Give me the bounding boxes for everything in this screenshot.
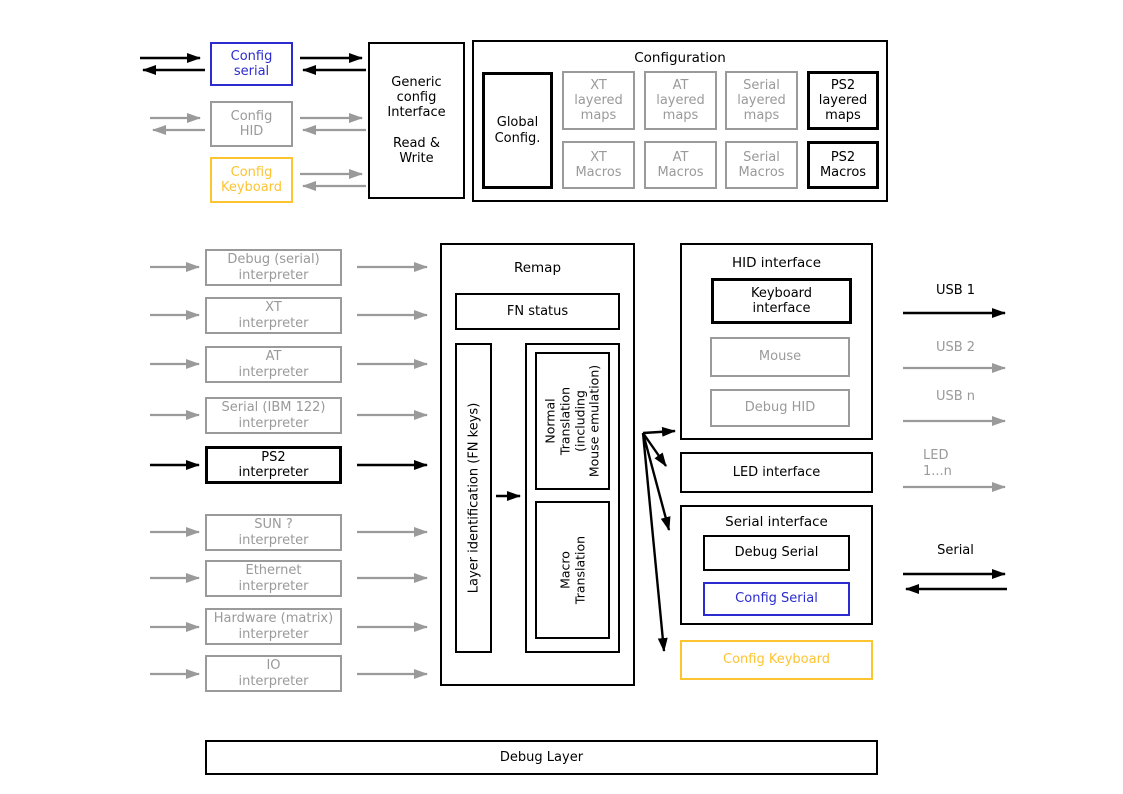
arrow-remap-to-config-keyboard <box>641 432 668 652</box>
serial-ibm122-interpreter-label: Serial (IBM 122) interpreter <box>221 400 326 431</box>
at-interpreter-label: AT interpreter <box>238 349 309 380</box>
debug-serial-interpreter-box: Debug (serial) interpreter <box>205 249 342 286</box>
macro-translation-box: Macro Translation <box>535 501 610 639</box>
config-keyboard-label: Config Keyboard <box>220 164 283 195</box>
debug-serial-interpreter-label: Debug (serial) interpreter <box>227 252 320 283</box>
io-interpreter-box: IO interpreter <box>205 655 342 692</box>
global-config-label: Global Config. <box>494 115 541 146</box>
keyboard-interface-box: Keyboard interface <box>711 278 852 324</box>
config-serial-box: Config serial <box>210 42 293 86</box>
serial-ibm122-interpreter-box: Serial (IBM 122) interpreter <box>205 397 342 434</box>
config-serial-out-label: Config Serial <box>735 591 818 607</box>
config-keyboard-box: Config Keyboard <box>210 157 293 203</box>
config-serial-out-box: Config Serial <box>703 582 850 616</box>
ps2-layered-maps-box: PS2 layered maps <box>807 71 879 130</box>
fn-status-label: FN status <box>506 303 569 319</box>
xt-interpreter-box: XT interpreter <box>205 297 342 334</box>
arrow-remap-to-led-interface <box>642 432 667 467</box>
ps2-macros-box: PS2 Macros <box>807 141 879 189</box>
debug-layer-box: Debug Layer <box>205 740 878 775</box>
remap-group <box>440 243 635 686</box>
fn-status-box: FN status <box>455 293 620 330</box>
mouse-box: Mouse <box>710 337 850 377</box>
ps2-macros-label: PS2 Macros <box>819 149 867 180</box>
config-serial-label: Config serial <box>230 48 273 79</box>
generic-config-interface-box: Generic config Interface Read & Write <box>368 42 465 199</box>
usb1-label: USB 1 <box>935 283 976 298</box>
ps2-interpreter-label: PS2 interpreter <box>238 449 309 480</box>
configuration-title: Configuration <box>634 50 726 66</box>
xt-layered-maps-box: XT layered maps <box>562 71 635 130</box>
usb2-label: USB 2 <box>935 340 976 355</box>
serial-layered-maps-box: Serial layered maps <box>725 71 798 130</box>
xt-macros-box: XT Macros <box>562 141 635 189</box>
serial-macros-label: Serial Macros <box>738 149 785 180</box>
translation-container <box>525 343 620 653</box>
hardware-matrix-interpreter-label: Hardware (matrix) interpreter <box>213 611 334 642</box>
io-interpreter-label: IO interpreter <box>238 658 309 689</box>
keyboard-interface-label: Keyboard interface <box>750 285 813 316</box>
mouse-label: Mouse <box>758 349 802 365</box>
sun-interpreter-label: SUN ? interpreter <box>238 517 309 548</box>
normal-translation-label: Normal Translation (including Mouse emul… <box>542 364 602 478</box>
debug-serial-box: Debug Serial <box>703 535 850 571</box>
serial-interface-group <box>680 505 873 625</box>
led-1n-label: LED 1...n <box>923 448 952 479</box>
arrow-remap-to-hid-interface <box>642 426 676 437</box>
hardware-matrix-interpreter-box: Hardware (matrix) interpreter <box>205 608 342 645</box>
hid-interface-title: HID interface <box>731 255 822 271</box>
config-hid-label: Config HID <box>230 108 273 139</box>
led-interface-box: LED interface <box>680 452 873 493</box>
config-keyboard-out-box: Config Keyboard <box>680 640 873 680</box>
configuration-group <box>472 40 888 202</box>
layer-identification-box: Layer identification (FN keys) <box>455 343 492 653</box>
normal-translation-box: Normal Translation (including Mouse emul… <box>535 352 610 490</box>
serial-output-label: Serial <box>937 543 974 558</box>
ethernet-interpreter-box: Ethernet interpreter <box>205 560 342 597</box>
usbn-label: USB n <box>935 389 976 404</box>
config-keyboard-out-label: Config Keyboard <box>723 652 830 668</box>
arrow-remap-to-serial-interface <box>641 432 671 531</box>
xt-macros-label: XT Macros <box>575 149 622 180</box>
generic-config-interface-label: Generic config Interface Read & Write <box>387 74 446 167</box>
remap-title: Remap <box>513 260 562 276</box>
at-macros-label: AT Macros <box>657 149 704 180</box>
xt-interpreter-label: XT interpreter <box>238 300 309 331</box>
serial-layered-maps-label: Serial layered maps <box>737 77 786 124</box>
ps2-layered-maps-label: PS2 layered maps <box>818 77 868 124</box>
global-config-box: Global Config. <box>482 72 553 189</box>
at-interpreter-box: AT interpreter <box>205 346 342 383</box>
sun-interpreter-box: SUN ? interpreter <box>205 514 342 551</box>
config-hid-box: Config HID <box>210 101 293 147</box>
serial-interface-title: Serial interface <box>725 514 828 530</box>
macro-translation-label: Macro Translation <box>556 535 587 605</box>
debug-layer-label: Debug Layer <box>499 749 584 765</box>
debug-hid-label: Debug HID <box>744 400 816 416</box>
xt-layered-maps-label: XT layered maps <box>574 77 623 124</box>
hid-interface-group <box>680 243 873 440</box>
debug-serial-label: Debug Serial <box>734 545 819 561</box>
debug-hid-box: Debug HID <box>710 389 850 427</box>
led-interface-label: LED interface <box>732 464 821 480</box>
layer-identification-label: Layer identification (FN keys) <box>465 402 481 594</box>
at-macros-box: AT Macros <box>644 141 717 189</box>
at-layered-maps-box: AT layered maps <box>644 71 717 130</box>
ethernet-interpreter-label: Ethernet interpreter <box>238 563 309 594</box>
at-layered-maps-label: AT layered maps <box>656 77 705 124</box>
serial-macros-box: Serial Macros <box>725 141 798 189</box>
ps2-interpreter-box: PS2 interpreter <box>205 446 342 484</box>
